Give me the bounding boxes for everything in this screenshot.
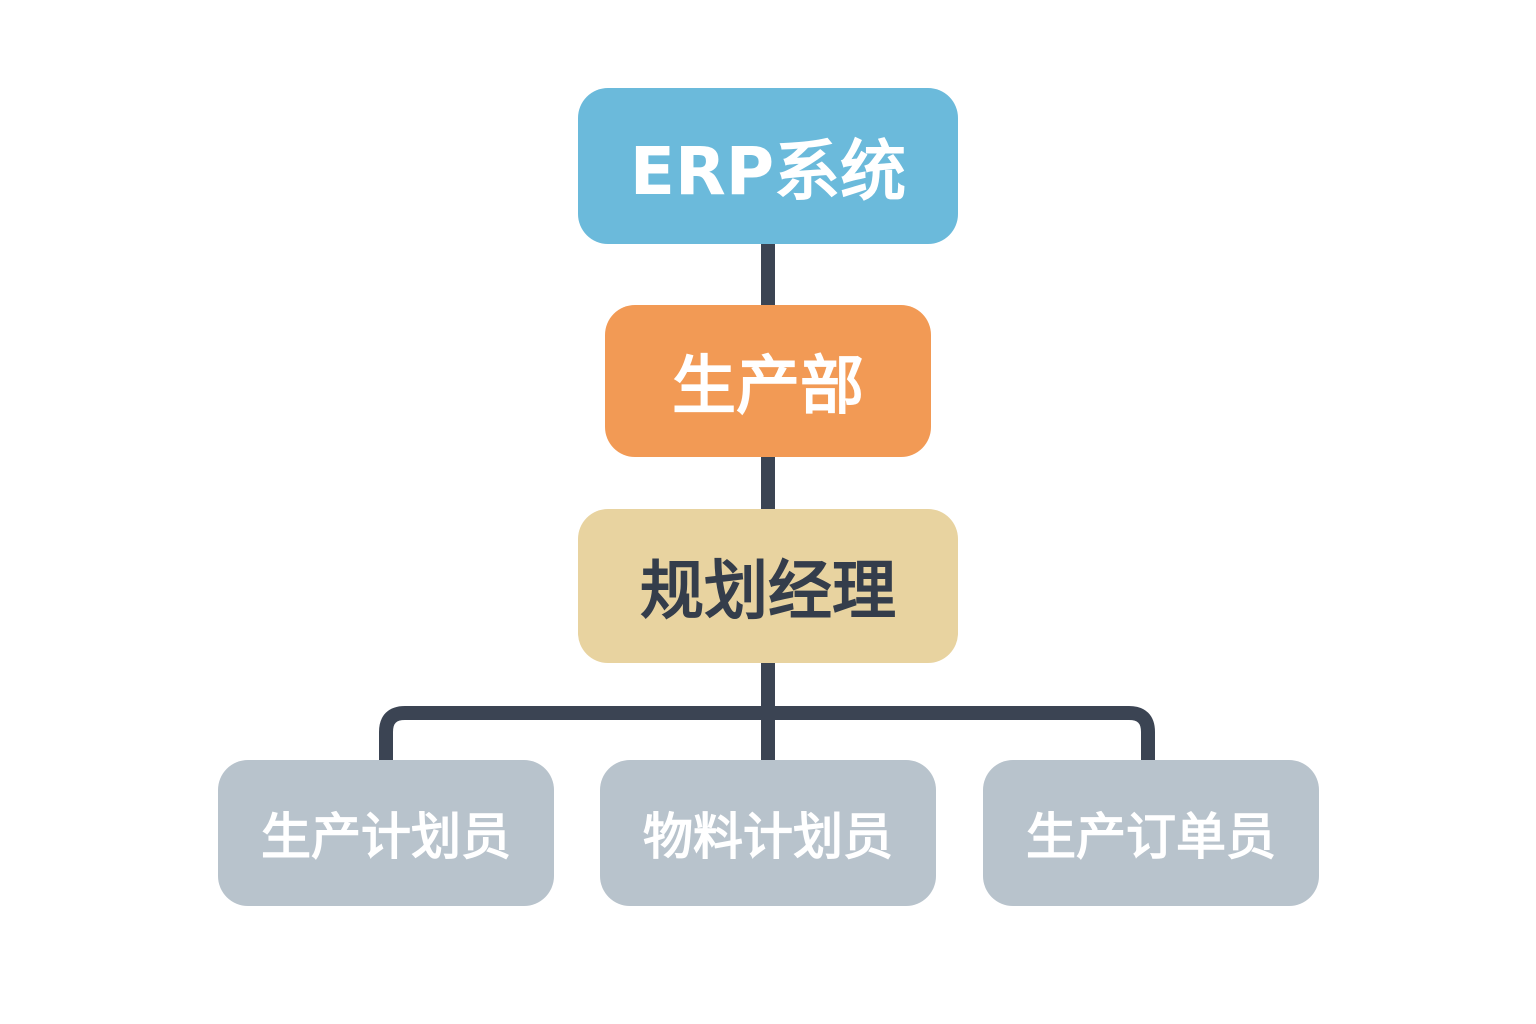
node-production-order-clerk: 生产订单员 bbox=[983, 760, 1319, 906]
node-material-planner: 物料计划员 bbox=[600, 760, 936, 906]
node-label: 生产订单员 bbox=[1026, 808, 1276, 866]
node-label: 物料计划员 bbox=[643, 808, 893, 866]
connector-branch bbox=[379, 706, 1155, 765]
node-planning-manager: 规划经理 bbox=[578, 509, 958, 663]
node-label: 规划经理 bbox=[640, 555, 896, 629]
node-erp-system: ERP系统 bbox=[578, 88, 958, 244]
node-production-planner: 生产计划员 bbox=[218, 760, 554, 906]
node-label: 生产计划员 bbox=[261, 808, 511, 866]
node-production-department: 生产部 bbox=[605, 305, 931, 457]
node-label: 生产部 bbox=[672, 350, 864, 424]
node-label: ERP系统 bbox=[629, 133, 907, 210]
